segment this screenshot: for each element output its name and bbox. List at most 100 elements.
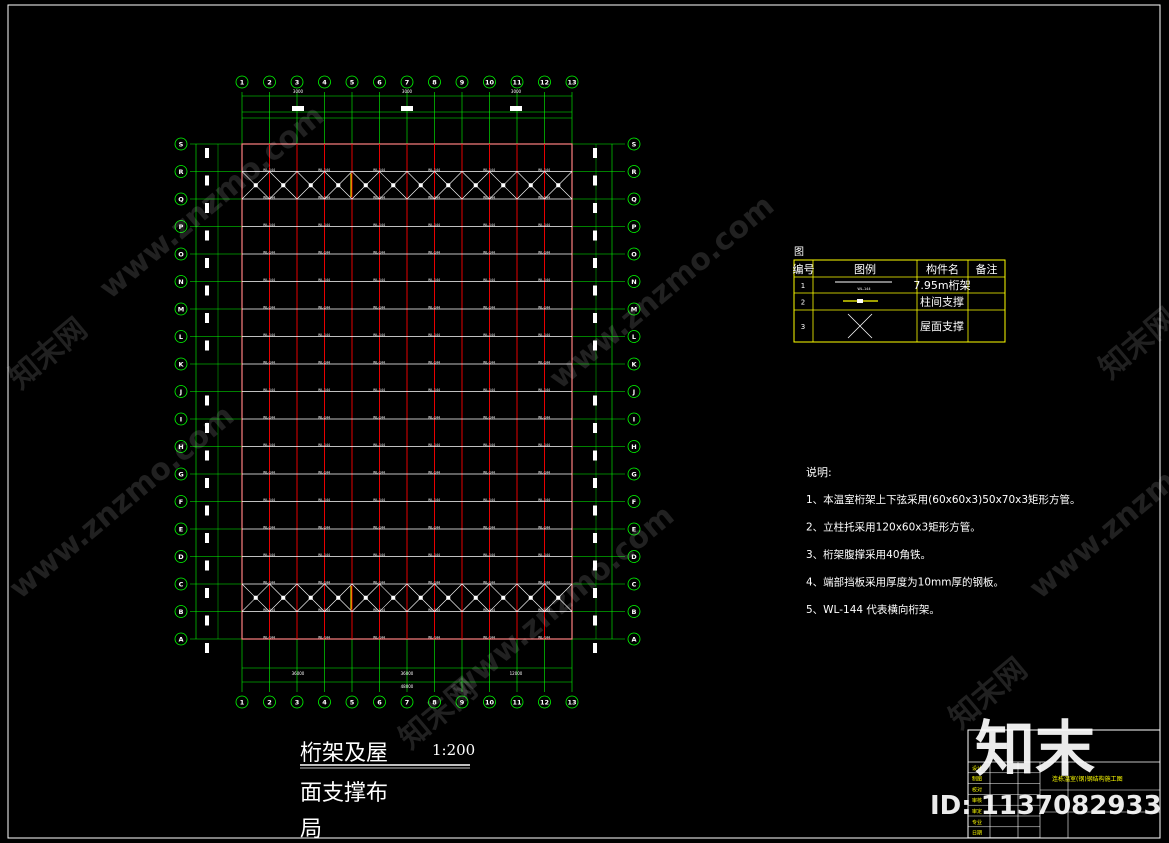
axis-label-column: 11 (512, 79, 522, 87)
truss-tag: WL-144 (483, 333, 495, 337)
brace-node (253, 595, 258, 600)
axis-bubble (565, 75, 579, 89)
truss-tag: WL-144 (373, 608, 385, 612)
axis-label-row: C (179, 581, 184, 589)
brace-node (418, 183, 423, 188)
truss-tag: WL-144 (483, 168, 495, 172)
truss-tag: WL-144 (318, 471, 330, 475)
column-marker (593, 230, 597, 241)
axis-bubble (428, 75, 441, 89)
column-marker (593, 588, 597, 598)
axis-label-column: 10 (485, 699, 495, 707)
truss-tag: WL-144 (538, 526, 550, 530)
axis-bubble (174, 550, 188, 563)
axis-bubble (627, 550, 641, 563)
axis-label-row: J (179, 388, 182, 396)
truss-tag: WL-144 (483, 608, 495, 612)
truss-tag: WL-144 (483, 636, 495, 640)
axis-bubble (174, 440, 188, 453)
legend-header: 备注 (976, 262, 998, 276)
axis-label-row: F (632, 498, 636, 506)
brace-node (281, 183, 286, 188)
truss-tag: WL-144 (263, 416, 275, 420)
axis-label-row: O (178, 251, 184, 259)
axis-bubble (510, 75, 524, 89)
dim-mark (510, 106, 522, 111)
truss-tag: WL-144 (483, 361, 495, 365)
truss-tag: WL-144 (263, 333, 275, 337)
axis-bubble (627, 412, 641, 426)
truss-tag: WL-144 (263, 223, 275, 227)
axis-label-row: H (631, 443, 636, 451)
axis-bubble (263, 75, 276, 89)
legend-member-name: 屋面支撑 (920, 319, 964, 333)
axis-bubble (627, 275, 641, 288)
column-marker (593, 423, 597, 433)
brace-node (446, 595, 451, 600)
column-marker (205, 423, 209, 433)
axis-label-row: J (632, 388, 635, 396)
axis-bubble (235, 695, 249, 709)
truss-tag: WL-144 (263, 526, 275, 530)
column-marker (205, 395, 209, 406)
axis-label-column: 12 (540, 79, 549, 87)
axis-bubble (373, 695, 386, 709)
truss-tag: WL-144 (538, 278, 550, 282)
truss-tag: WL-144 (538, 553, 550, 557)
column-marker (593, 313, 597, 323)
brace-node (501, 183, 506, 188)
axis-bubble (290, 695, 304, 709)
axis-bubble (627, 302, 641, 316)
legend-sample-node (857, 299, 863, 303)
truss-tag: WL-144 (538, 388, 550, 392)
truss-tag: WL-144 (263, 251, 275, 255)
axis-label-column: 7 (405, 699, 410, 707)
axis-bubble (627, 220, 641, 233)
truss-tag: WL-144 (263, 306, 275, 310)
legend-header: 编号 (793, 262, 815, 276)
axis-label-column: 7 (405, 79, 410, 87)
axis-bubble (483, 75, 496, 89)
column-marker (593, 395, 597, 406)
notes-item: 1、本温室桁架上下弦采用(60x60x3)50x70x3矩形方管。 (806, 493, 1081, 506)
bottom-dimension: 36000 (401, 671, 414, 676)
column-marker (593, 450, 597, 461)
axis-label-row: G (631, 471, 636, 479)
brace-node (528, 595, 533, 600)
top-dimension: 3000 (511, 89, 522, 94)
dim-mark (401, 106, 413, 111)
legend-border (793, 259, 1006, 343)
truss-tag: WL-144 (428, 443, 440, 447)
truss-tag: WL-144 (538, 223, 550, 227)
truss-tag: WL-144 (538, 498, 550, 502)
truss-tag: WL-144 (538, 416, 550, 420)
column-marker (205, 450, 209, 461)
legend-number: 3 (801, 323, 805, 331)
truss-tag: WL-144 (373, 416, 385, 420)
axis-label-row: K (178, 361, 184, 369)
truss-tag: WL-144 (318, 388, 330, 392)
axis-label-row: S (632, 141, 637, 149)
column-marker (205, 340, 209, 351)
truss-tag: WL-144 (373, 306, 385, 310)
truss-tag: WL-144 (538, 471, 550, 475)
dim-mark (292, 106, 304, 111)
truss-tag: WL-144 (263, 361, 275, 365)
axis-bubble (174, 412, 188, 426)
brace-node (391, 595, 396, 600)
axis-bubble (627, 247, 641, 261)
axis-label-column: 9 (460, 79, 465, 87)
axis-label-row: D (631, 553, 637, 561)
truss-tag: WL-144 (373, 388, 385, 392)
column-marker (593, 285, 597, 296)
legend-header: 图例 (854, 262, 876, 276)
legend-number: 2 (801, 299, 805, 307)
column-marker (205, 478, 209, 488)
truss-tag: WL-144 (318, 223, 330, 227)
legend-number: 1 (801, 282, 805, 290)
column-marker (593, 340, 597, 351)
truss-tag: WL-144 (318, 416, 330, 420)
column-marker (205, 533, 209, 543)
